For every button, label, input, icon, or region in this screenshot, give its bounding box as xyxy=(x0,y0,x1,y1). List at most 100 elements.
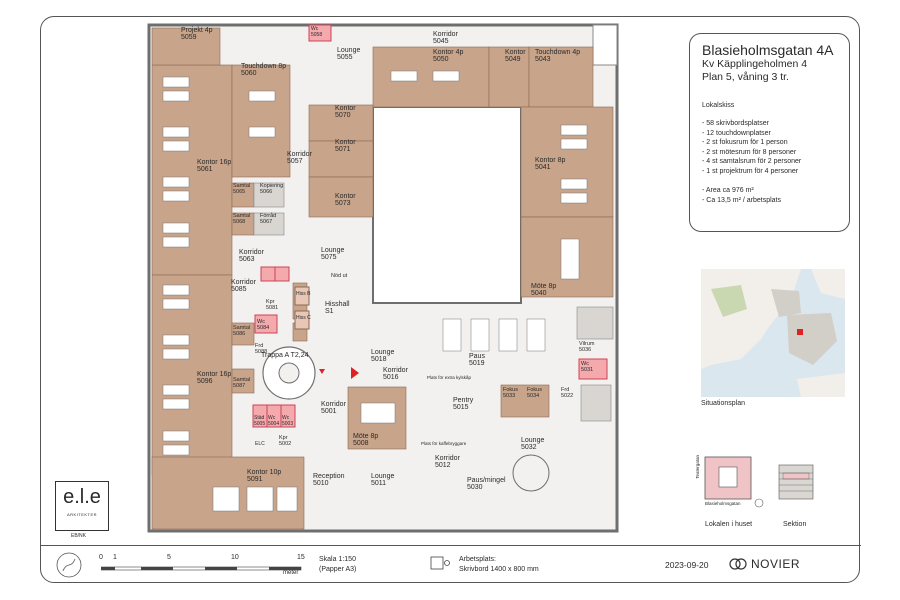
scale-tick: 15 xyxy=(297,554,305,561)
logo-mark: e.l.e xyxy=(63,486,101,508)
north-compass-icon xyxy=(56,552,82,578)
novier-logo-icon xyxy=(729,558,747,570)
note-extra-fridge: Plats för extra kylskåp xyxy=(427,375,472,380)
spec-item: - 1 st projektrum för 4 personer xyxy=(702,167,799,175)
drawing-date: 2023-09-20 xyxy=(665,560,709,570)
map-graphic xyxy=(701,269,845,397)
situation-label: Situationsplan xyxy=(701,400,745,407)
spec-item: - 58 skrivbordsplatser xyxy=(702,120,769,127)
architect-logo: e.l.e ARKITEKTER xyxy=(55,481,109,531)
room-label: Hiss B xyxy=(296,291,311,297)
note-coffee-maker: Plats för kaffebryggare xyxy=(421,441,467,446)
room-label: Hiss C xyxy=(296,315,311,321)
scale-paper: (Papper A3) xyxy=(319,566,357,573)
scale-tick: 5 xyxy=(167,554,171,561)
section-label: Sektion xyxy=(783,521,807,528)
spec-item: - 12 touchdownplatser xyxy=(702,129,771,137)
room-label: Nöd ut xyxy=(331,273,348,279)
initials: EB/NK xyxy=(71,533,87,539)
title-block: Blasieholmsgatan 4A Kv Käpplingeholmen 4… xyxy=(689,33,850,232)
building-plan-diagram xyxy=(704,456,764,508)
section-diagram xyxy=(778,464,814,500)
side-street-label: Teatergatan xyxy=(695,455,700,479)
floor-label: Plan 5, våning 3 tr. xyxy=(702,71,789,83)
north-arrow-icon xyxy=(754,498,764,508)
spec-item: - 4 st samtalsrum för 2 personer xyxy=(702,158,802,165)
room-label: ELC xyxy=(255,441,265,447)
lokalen-label: Lokalen i huset xyxy=(705,521,753,528)
footer-divider xyxy=(41,545,861,546)
area-per-seat: - Ca 13,5 m² / arbetsplats xyxy=(702,196,781,204)
spec-item: - 2 st mötesrum för 8 personer xyxy=(702,148,797,156)
workstation-icon xyxy=(430,556,450,570)
brand-name: NOVIER xyxy=(751,557,801,571)
property-block: Kv Käpplingeholmen 4 xyxy=(702,58,808,70)
logo-sub: ARKITEKTER xyxy=(66,512,98,517)
scale-unit: meter xyxy=(283,570,299,576)
workstation-label: Arbetsplats: xyxy=(459,556,496,563)
location-marker-icon xyxy=(797,329,803,335)
street-label: Blasieholmsgatan xyxy=(705,501,741,506)
property-address: Blasieholmsgatan 4A xyxy=(702,42,834,58)
area-total: - Area ca 976 m² xyxy=(702,187,754,194)
situation-map xyxy=(701,269,845,397)
floor-plan xyxy=(147,23,619,533)
spec-heading: Lokalskiss xyxy=(702,102,735,109)
scale-tick: 1 xyxy=(113,554,117,561)
workstation-desc: Skrivbord 1400 x 800 mm xyxy=(459,566,539,573)
scale-tick: 0 xyxy=(99,554,103,561)
room-label: Trappa A T2,24 xyxy=(261,352,309,359)
scale-text: Skala 1:150 xyxy=(319,556,356,563)
scale-tick: 10 xyxy=(231,554,239,561)
